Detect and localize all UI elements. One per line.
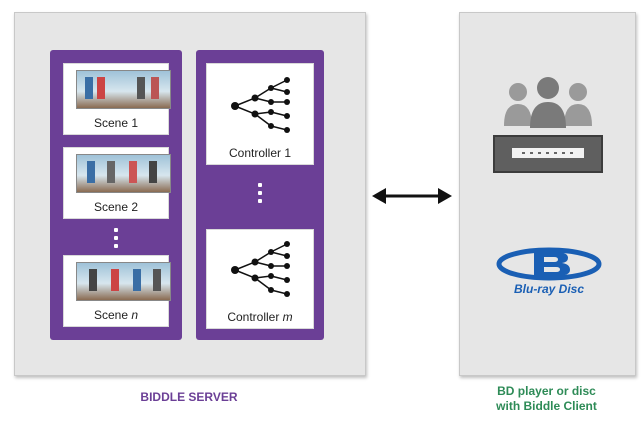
- controllers-column: Controller 1 Controller m: [196, 50, 324, 340]
- client-caption-line-1: BD player or disc: [497, 384, 596, 398]
- bluray-logo-icon: [496, 247, 602, 281]
- scene-card: Scene 1: [63, 63, 171, 135]
- users-icon: [504, 77, 592, 128]
- scenes-column: Scene 1 Scene 2 Scene n: [50, 50, 182, 340]
- scene-thumbnail: [76, 154, 171, 193]
- bluray-logo-text: Blu-ray Disc: [513, 282, 585, 296]
- controller-label: Controller m: [227, 310, 293, 324]
- client-caption: BD player or disc with Biddle Client: [459, 384, 634, 414]
- controller-card: Controller m: [206, 229, 314, 329]
- scene-label: Scene 2: [93, 200, 139, 214]
- server-caption: BIDDLE SERVER: [140, 390, 238, 404]
- client-caption-line-2: with Biddle Client: [496, 399, 597, 413]
- scene-label: Scene 1: [93, 116, 139, 130]
- ellipsis-dots: [257, 183, 263, 207]
- scene-label: Scene n: [93, 308, 139, 322]
- bluray-logo: Blu-ray Disc: [494, 244, 604, 304]
- double-arrow-icon: [372, 188, 452, 204]
- scene-card: Scene n: [63, 255, 171, 327]
- controller-label: Controller 1: [228, 146, 292, 160]
- network-graph-icon: [231, 241, 290, 297]
- scene-thumbnail: [76, 70, 171, 109]
- client-panel: [459, 12, 636, 376]
- player-device-icon: [493, 135, 603, 173]
- network-graph-icon: [231, 77, 290, 133]
- scene-card: Scene 2: [63, 147, 171, 219]
- controller-card: Controller 1: [206, 63, 314, 165]
- ellipsis-dots: [113, 228, 119, 252]
- scene-thumbnail: [76, 262, 171, 301]
